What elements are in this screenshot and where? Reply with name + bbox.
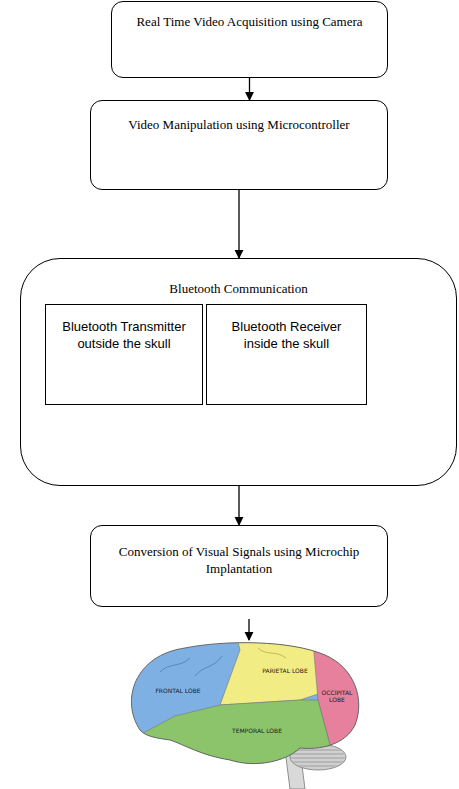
group-box: Bluetooth CommunicationBluetooth Transmi… <box>20 258 457 486</box>
flow-arrow <box>238 486 239 525</box>
process-box: Video Manipulation using Microcontroller <box>90 100 388 190</box>
process-box: Real Time Video Acquisition using Camera <box>111 1 388 78</box>
process-box: Conversion of Visual Signals using Micro… <box>90 525 388 607</box>
process-box: Bluetooth Receiver inside the skull <box>206 304 367 405</box>
frontal-lobe <box>100 620 400 789</box>
box-label: Bluetooth Receiver inside the skull <box>217 319 356 353</box>
brain-outline <box>131 643 358 764</box>
sulcus <box>160 658 190 672</box>
group-heading: Bluetooth Communication <box>31 281 446 298</box>
lobe-label: TEMPORAL LOBE <box>222 728 292 735</box>
box-label: Video Manipulation using Microcontroller <box>101 117 377 134</box>
brain-lobes <box>100 620 400 789</box>
flow-arrow <box>238 190 239 258</box>
flow-arrow <box>249 78 250 100</box>
parietal-lobe <box>220 630 370 705</box>
box-label: Real Time Video Acquisition using Camera <box>122 14 377 31</box>
sulcus <box>258 648 286 658</box>
sulcus <box>195 656 222 676</box>
lobe-label: FRONTAL LOBE <box>148 688 208 695</box>
process-box: Bluetooth Transmitter outside the skull <box>45 304 203 405</box>
box-label: Conversion of Visual Signals using Micro… <box>101 544 377 578</box>
arrow-to-brain <box>248 619 249 640</box>
box-label: Bluetooth Transmitter outside the skull <box>56 319 192 353</box>
lobe-label: OCCIPITAL LOBE <box>320 690 354 704</box>
temporal-lobe <box>130 700 330 785</box>
lobe-label: PARIETAL LOBE <box>250 668 320 675</box>
